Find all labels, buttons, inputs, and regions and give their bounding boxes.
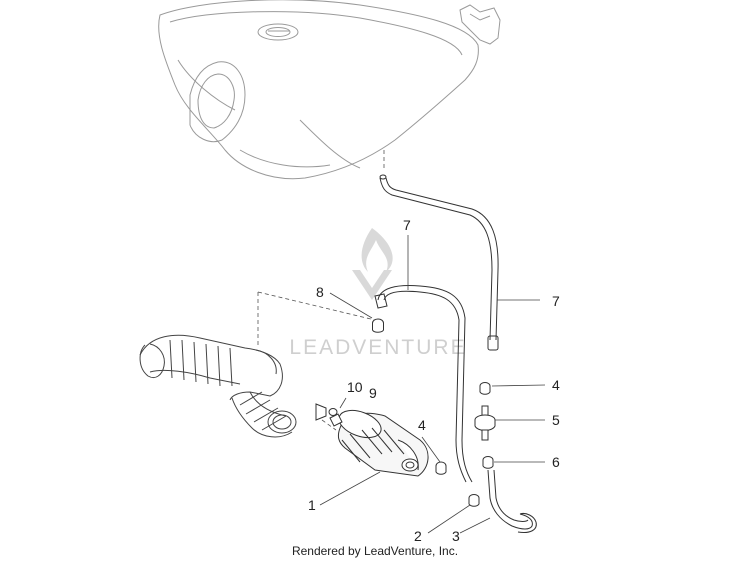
callout-1: 1 (308, 497, 316, 513)
callout-8: 8 (316, 284, 324, 300)
air-intake-boot (139, 334, 297, 438)
check-valve-5 (474, 405, 496, 441)
footer-credit: Rendered by LeadVenture, Inc. (291, 544, 459, 558)
callout-4-upper: 4 (552, 377, 560, 393)
callout-5: 5 (552, 412, 560, 428)
watermark-text: LEADVENTURE (289, 336, 466, 359)
callout-10: 10 (347, 379, 363, 395)
fitting-2 (468, 494, 480, 507)
callout-2: 2 (414, 528, 422, 544)
fuel-tank (158, 0, 501, 180)
clamp-4-lower (435, 461, 447, 475)
charcoal-canister-1 (329, 409, 429, 477)
callout-leaders (319, 235, 546, 534)
vent-hose-7-lower (374, 285, 473, 483)
callout-3: 3 (452, 528, 460, 544)
callout-6: 6 (552, 454, 560, 470)
clamp-8 (372, 318, 384, 333)
vent-hose-7 (379, 174, 499, 351)
callout-7-lower: 7 (403, 217, 411, 233)
bracket-10-clip-9 (315, 403, 338, 421)
callout-7-upper: 7 (552, 293, 560, 309)
watermark-logo: LEADVENTURE (289, 228, 466, 359)
clamp-4-upper (479, 382, 491, 395)
callout-9: 9 (369, 385, 377, 401)
leader-lines (257, 150, 385, 431)
clamp-6 (482, 456, 494, 469)
callout-numbers: 7 8 7 4 10 9 5 4 6 1 2 3 (308, 217, 560, 544)
drain-hose-3 (487, 469, 537, 533)
callout-4-lower: 4 (418, 417, 426, 433)
